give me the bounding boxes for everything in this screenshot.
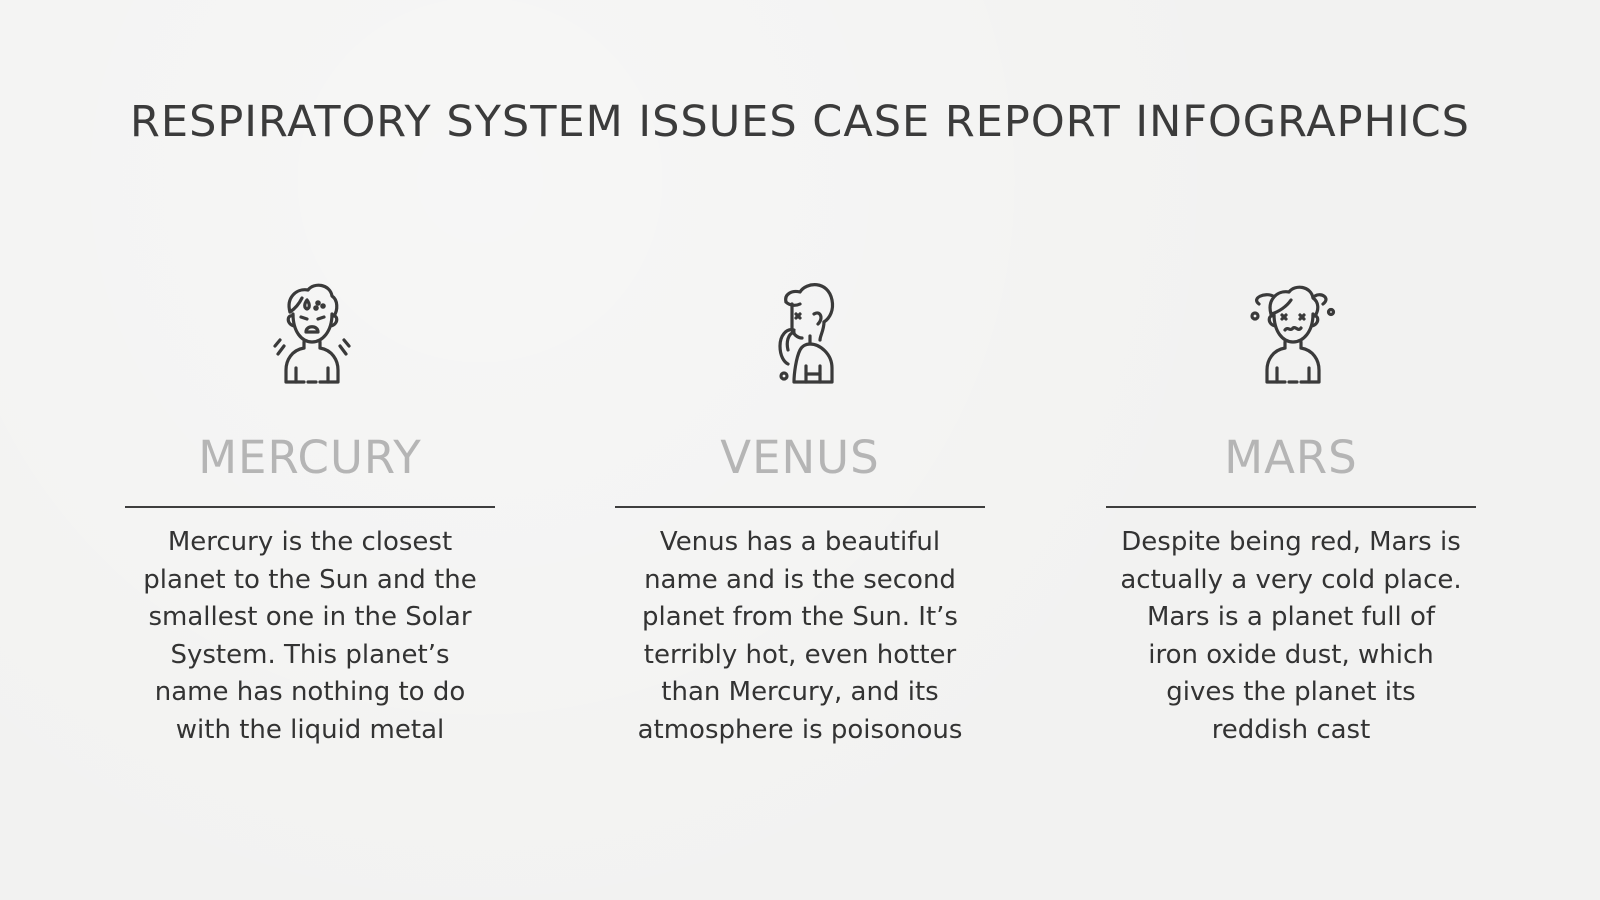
divider-line (125, 506, 495, 508)
description-line: System. This planet’s (170, 639, 450, 670)
description-line: reddish cast (1211, 714, 1371, 745)
planet-description: Venus has a beautiful name and is the se… (615, 524, 985, 749)
description-line: name has nothing to do (154, 677, 466, 707)
description-line: Venus has a beautiful (659, 527, 941, 557)
planet-name: MARS (1224, 431, 1358, 484)
description-line: with the liquid metal (175, 714, 445, 745)
description-line: Mars is a planet full of (1146, 602, 1436, 632)
column-mercury: MERCURY Mercury is the closest planet to… (125, 270, 495, 749)
planet-name: VENUS (720, 431, 880, 484)
slide-title: RESPIRATORY SYSTEM ISSUES CASE REPORT IN… (130, 97, 1470, 147)
description-line: atmosphere is poisonous (637, 714, 963, 745)
planet-description: Mercury is the closest planet to the Sun… (125, 524, 495, 749)
column-venus: VENUS Venus has a beautiful name and is … (615, 270, 985, 749)
description-line: terribly hot, even hotter (643, 639, 957, 670)
divider-line (1106, 506, 1476, 508)
description-line: than Mercury, and its (661, 677, 939, 707)
description-line: iron oxide dust, which (1148, 639, 1434, 670)
description-line: gives the planet its (1166, 677, 1416, 707)
description-line: actually a very cold place. (1120, 564, 1462, 595)
divider-line (615, 506, 985, 508)
person-coughing-profile-icon (740, 270, 860, 390)
dizzy-person-icon (1231, 270, 1351, 390)
description-line: planet to the Sun and the (143, 564, 477, 595)
planet-name: MERCURY (198, 431, 422, 484)
description-line: planet from the Sun. It’s (642, 602, 958, 632)
description-line: Mercury is the closest (167, 527, 453, 557)
column-mars: MARS Despite being red, Mars is actually… (1106, 270, 1476, 749)
planet-description: Despite being red, Mars is actually a ve… (1106, 524, 1476, 749)
description-line: name and is the second (644, 564, 956, 595)
sick-person-sweating-icon (250, 270, 370, 390)
description-line: Despite being red, Mars is (1121, 527, 1461, 557)
description-line: smallest one in the Solar (148, 602, 472, 632)
